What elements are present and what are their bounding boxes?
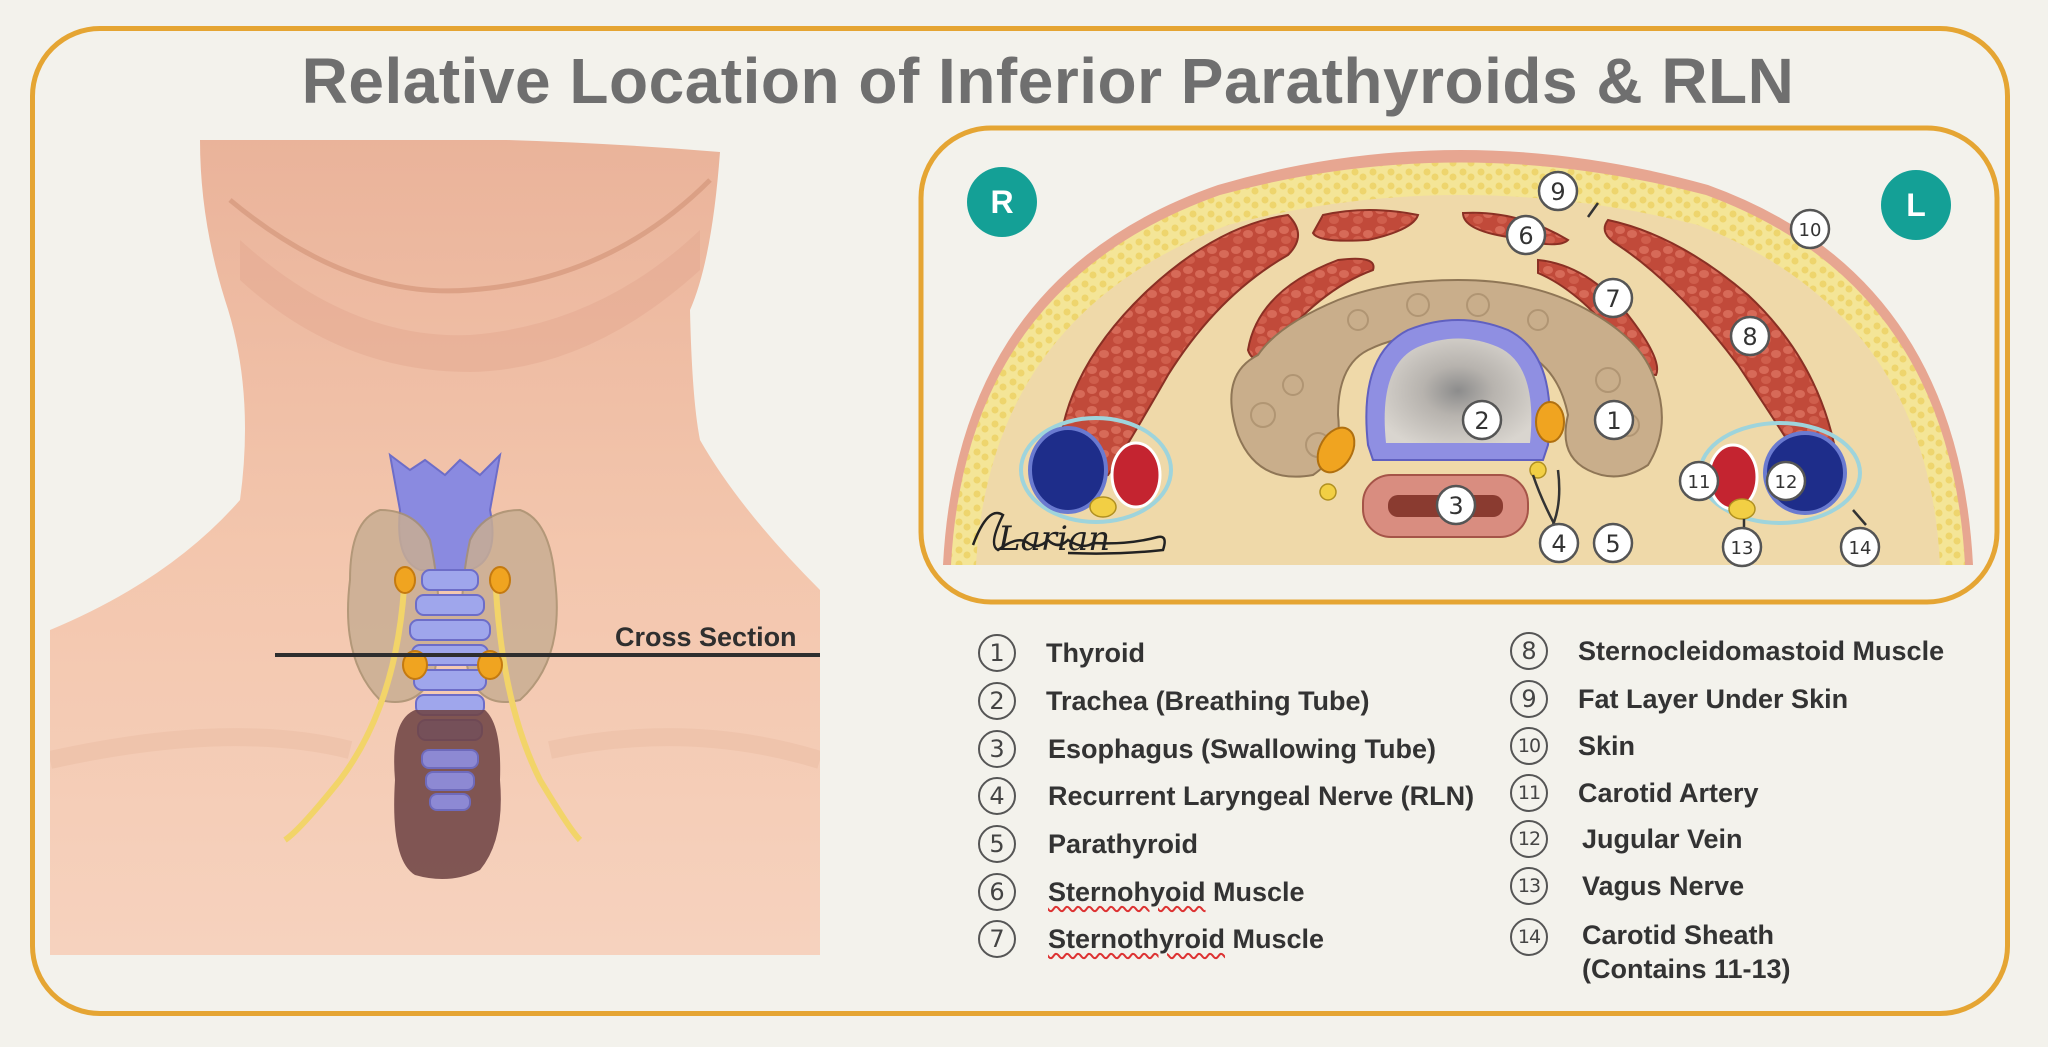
left-nerve xyxy=(283,569,408,843)
legend-item-14: 14 Carotid Sheath (Contains 11-13) xyxy=(1510,918,1791,986)
right-side-badge: R xyxy=(967,167,1037,237)
legend-number: 14 xyxy=(1510,918,1548,956)
legend-number: 5 xyxy=(978,825,1016,863)
cross-section-label: Cross Section xyxy=(615,622,797,652)
cross-section-diagram xyxy=(918,125,2000,605)
legend-label-flagged-word: Sternothyroid xyxy=(1048,923,1226,954)
legend-item-3: 3 Esophagus (Swallowing Tube) xyxy=(978,730,1436,768)
legend-item-8: 8 Sternocleidomastoid Muscle xyxy=(1510,632,1944,670)
legend-item-5: 5 Parathyroid xyxy=(978,825,1198,863)
legend-number: 3 xyxy=(978,730,1016,768)
legend-label-flagged-word: Sternohyoid xyxy=(1048,876,1206,907)
jugular-vein-left xyxy=(1763,431,1847,515)
right-nerve xyxy=(492,569,583,843)
legend-number: 6 xyxy=(978,873,1016,911)
neck-illustration xyxy=(50,140,820,955)
legend-item-13: 13 Vagus Nerve xyxy=(1510,867,1744,905)
legend-item-11: 11 Carotid Artery xyxy=(1510,774,1759,812)
carotid-artery-right xyxy=(1110,441,1162,509)
legend-number: 9 xyxy=(1510,680,1548,718)
legend-number: 2 xyxy=(978,682,1016,720)
legend-label: Vagus Nerve xyxy=(1582,870,1745,901)
outer-frame xyxy=(30,26,2010,1016)
legend-item-2: 2 Trachea (Breathing Tube) xyxy=(978,682,1370,720)
left-side-letter: L xyxy=(1906,187,1926,223)
legend-label: Fat Layer Under Skin xyxy=(1578,683,1849,714)
signature-flourish xyxy=(971,511,1166,555)
legend-number: 8 xyxy=(1510,632,1548,670)
legend-number: 13 xyxy=(1510,867,1548,905)
legend-number: 4 xyxy=(978,777,1016,815)
right-side-letter: R xyxy=(990,184,1013,220)
parathyroid-glands xyxy=(394,566,511,680)
legend-label-rest: Muscle xyxy=(1225,923,1325,954)
legend-number: 7 xyxy=(978,920,1016,958)
legend-label: Esophagus (Swallowing Tube) xyxy=(1048,733,1437,764)
legend-label: Sternothyroid Muscle xyxy=(1048,924,1324,955)
thyroid-cross-section xyxy=(1230,278,1663,478)
page-title: Relative Location of Inferior Parathyroi… xyxy=(301,45,1795,117)
legend-number: 10 xyxy=(1510,727,1548,765)
jaw-line xyxy=(228,178,712,294)
legend-label-line-2: (Contains 11-13) xyxy=(1582,954,1791,984)
legend-item-4: 4 Recurrent Laryngeal Nerve (RLN) xyxy=(978,777,1474,815)
legend-label: Thyroid xyxy=(1046,637,1145,668)
legend-label: Skin xyxy=(1578,730,1636,761)
legend-item-12: 12 Jugular Vein xyxy=(1510,820,1743,858)
legend-label: Sternohyoid Muscle xyxy=(1048,877,1305,908)
legend-label: Recurrent Laryngeal Nerve (RLN) xyxy=(1048,780,1475,811)
legend-label: Trachea (Breathing Tube) xyxy=(1046,685,1370,716)
jugular-vein-right xyxy=(1028,426,1108,514)
legend-label: Carotid Artery xyxy=(1578,777,1759,808)
legend-label-line-1: Carotid Sheath xyxy=(1582,920,1775,950)
legend-item-7: 7 Sternothyroid Muscle xyxy=(978,920,1324,958)
legend-item-1: 1 Thyroid xyxy=(978,634,1145,672)
legend-label-rest: Muscle xyxy=(1205,876,1305,907)
left-side-badge: L xyxy=(1881,170,1951,240)
legend-label: Carotid Sheath (Contains 11-13) xyxy=(1582,918,1791,986)
legend-number: 1 xyxy=(978,634,1016,672)
legend-number: 12 xyxy=(1510,820,1548,858)
legend-item-10: 10 Skin xyxy=(1510,727,1635,765)
legend-number: 11 xyxy=(1510,774,1548,812)
legend-label: Parathyroid xyxy=(1048,828,1199,859)
legend-item-9: 9 Fat Layer Under Skin xyxy=(1510,680,1848,718)
legend-label: Sternocleidomastoid Muscle xyxy=(1578,635,1945,666)
legend-label: Jugular Vein xyxy=(1582,823,1743,854)
cross-section-line xyxy=(275,653,820,657)
legend-item-6: 6 Sternohyoid Muscle xyxy=(978,873,1305,911)
